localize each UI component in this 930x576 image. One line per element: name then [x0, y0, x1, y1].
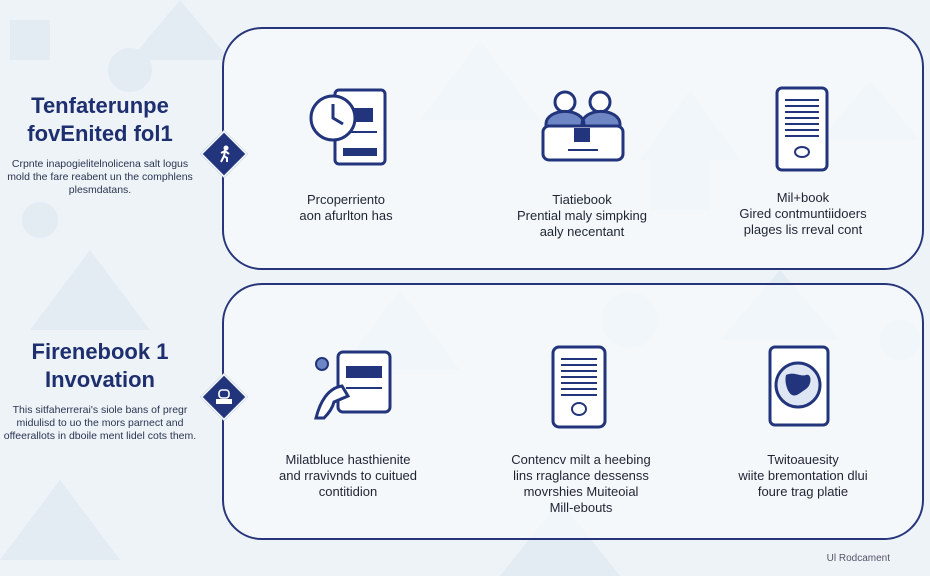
- clock-document-icon: [309, 88, 387, 166]
- runner-badge-icon: [199, 129, 249, 179]
- section2-description: This sitfaherrerai's siole bans of pregr…: [3, 404, 197, 442]
- ebook-tablet-icon: [775, 86, 829, 172]
- globe-book-icon: [768, 345, 830, 427]
- robot-badge-icon: [199, 372, 249, 422]
- tablet-icon: [551, 345, 607, 429]
- hand-device-icon: [314, 350, 392, 420]
- footer-watermark: Ul Rodcament: [826, 553, 890, 564]
- section1-description: Crpnte inapogielitelnolicena salt logus …: [7, 158, 193, 196]
- people-laptop-icon: [541, 90, 625, 162]
